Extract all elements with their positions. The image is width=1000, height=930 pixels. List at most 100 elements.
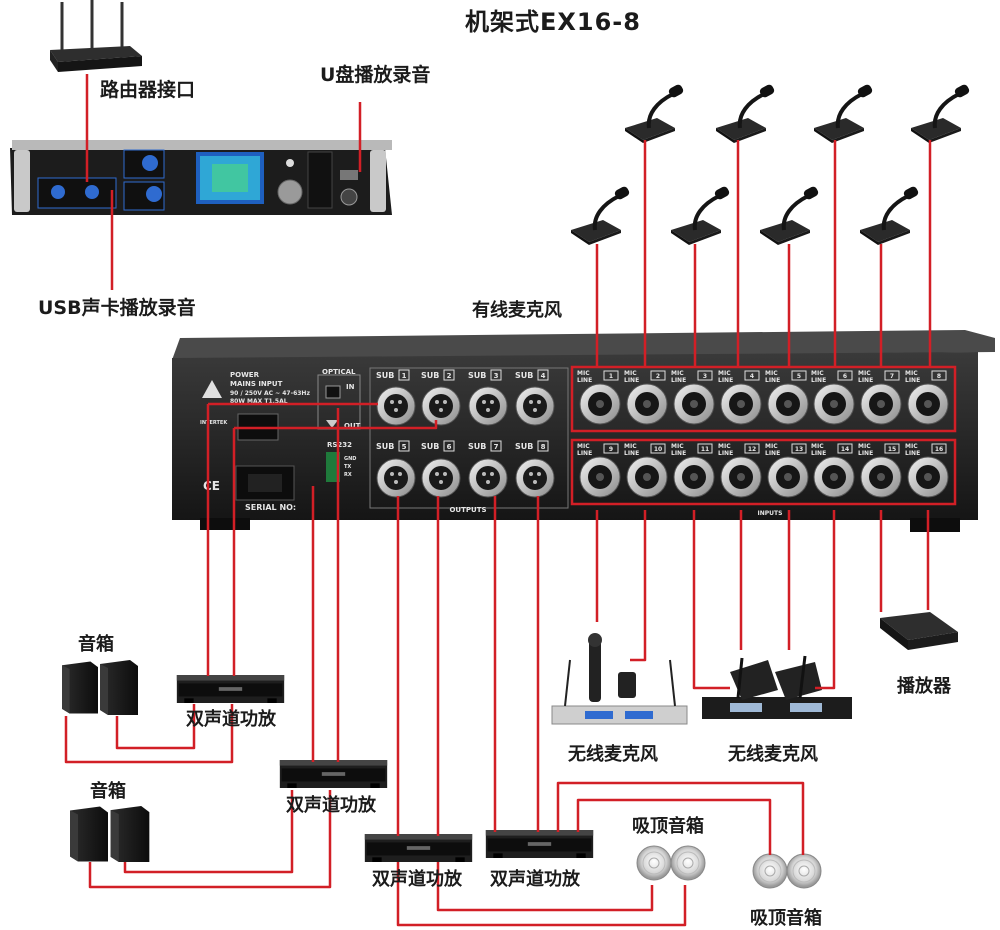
mic-label: MIC: [718, 443, 731, 450]
combo-input-center: [924, 473, 932, 481]
xlr-output-hole: [429, 394, 453, 418]
xlr-pin: [435, 400, 439, 404]
label-amp-2: 双声道功放: [286, 795, 376, 816]
combo-input-center: [877, 473, 885, 481]
mic-number: 7: [890, 373, 894, 380]
sub-label: SUB: [468, 371, 486, 380]
mic-label: MIC: [811, 443, 824, 450]
panel-opt-in-text: IN: [346, 383, 355, 391]
xlr-pin: [533, 408, 537, 412]
mic-number-box: [744, 370, 760, 381]
sub-number: 1: [402, 372, 407, 380]
mic-number-box: [884, 443, 900, 454]
signal-wire: [64, 704, 234, 764]
mic-label: MIC: [718, 370, 731, 377]
mic-number-box: [837, 443, 853, 454]
label-speaker-2: 音箱: [90, 781, 126, 802]
xlr-output-hole: [476, 394, 500, 418]
mic-number: 14: [841, 446, 849, 453]
sub-number: 8: [541, 443, 546, 451]
xlr-pin: [490, 400, 494, 404]
mic-number: 15: [888, 446, 896, 453]
xlr-pin: [486, 480, 490, 484]
combo-input-center: [784, 473, 792, 481]
xlr-pin: [537, 472, 541, 476]
mic-number: 1: [609, 373, 613, 380]
xlr-pin: [490, 472, 494, 476]
xlr-output-hole: [429, 466, 453, 490]
panel-spec2-text: 80W MAX T1.5AL: [230, 398, 288, 405]
xlr-pin: [435, 472, 439, 476]
line-label: LINE: [577, 450, 592, 457]
xlr-pin: [443, 472, 447, 476]
mic-label: MIC: [577, 443, 590, 450]
signal-wire: [556, 781, 805, 855]
panel-mains-text: MAINS INPUT: [230, 380, 283, 388]
signal-wire: [436, 862, 654, 912]
mic-label: MIC: [624, 443, 637, 450]
mic-number: 13: [795, 446, 803, 453]
panel-rx-text: RX: [344, 472, 352, 478]
mic-label: MIC: [905, 370, 918, 377]
label-wireless-mic-2: 无线麦克风: [728, 744, 818, 765]
combo-input-center: [924, 400, 932, 408]
combo-input-center: [737, 400, 745, 408]
line-label: LINE: [811, 450, 826, 457]
combo-input-center: [596, 400, 604, 408]
sub-label: SUB: [376, 442, 394, 451]
input-row-highlight: [570, 365, 957, 433]
page-title: 机架式EX16-8: [465, 8, 641, 36]
sub-number-box: [398, 369, 410, 381]
mic-number-box: [791, 370, 807, 381]
label-ceiling-speaker-1: 吸顶音箱: [632, 816, 704, 837]
line-label: LINE: [765, 377, 780, 384]
mic-number-box: [744, 443, 760, 454]
combo-input-center: [643, 400, 651, 408]
mic-number-box: [931, 370, 947, 381]
mic-number-box: [650, 443, 666, 454]
xlr-pin: [394, 480, 398, 484]
combo-input-center: [690, 473, 698, 481]
xlr-pin: [439, 480, 443, 484]
combo-input-center: [596, 473, 604, 481]
line-label: LINE: [718, 450, 733, 457]
xlr-pin: [537, 400, 541, 404]
xlr-pin: [394, 408, 398, 412]
xlr-pin: [398, 472, 402, 476]
signal-wire: [630, 510, 647, 662]
line-label: LINE: [811, 377, 826, 384]
panel-rs232-text: RS232: [327, 441, 352, 449]
label-amp-3: 双声道功放: [372, 869, 462, 890]
panel-outputs-text: OUTPUTS: [449, 506, 486, 514]
line-label: LINE: [624, 377, 639, 384]
label-usb-soundcard: USB声卡播放录音: [38, 297, 196, 319]
mic-label: MIC: [765, 370, 778, 377]
mic-label: MIC: [624, 370, 637, 377]
sub-number-box: [398, 440, 410, 452]
signal-wire: [88, 790, 332, 889]
panel-gnd-text: GND: [344, 456, 356, 462]
xlr-pin: [390, 400, 394, 404]
sub-label: SUB: [515, 371, 533, 380]
mic-number-box: [603, 370, 619, 381]
label-amp-1: 双声道功放: [186, 709, 276, 730]
xlr-pin: [439, 408, 443, 412]
panel-ce-text: CE: [203, 479, 220, 493]
combo-input-center: [690, 400, 698, 408]
mic-number: 2: [656, 373, 660, 380]
mic-number-box: [931, 443, 947, 454]
mic-number-box: [650, 370, 666, 381]
mic-number: 8: [937, 373, 941, 380]
sub-number: 3: [494, 372, 499, 380]
combo-input-center: [877, 400, 885, 408]
wire-layer: [64, 74, 957, 927]
mic-label: MIC: [858, 443, 871, 450]
mic-number-box: [791, 443, 807, 454]
mic-number: 12: [748, 446, 756, 453]
panel-tx-text: TX: [344, 464, 351, 470]
line-label: LINE: [671, 450, 686, 457]
xlr-pin: [482, 400, 486, 404]
label-player: 播放器: [897, 676, 951, 697]
router-device: [50, 0, 142, 72]
sub-number-box: [443, 440, 455, 452]
